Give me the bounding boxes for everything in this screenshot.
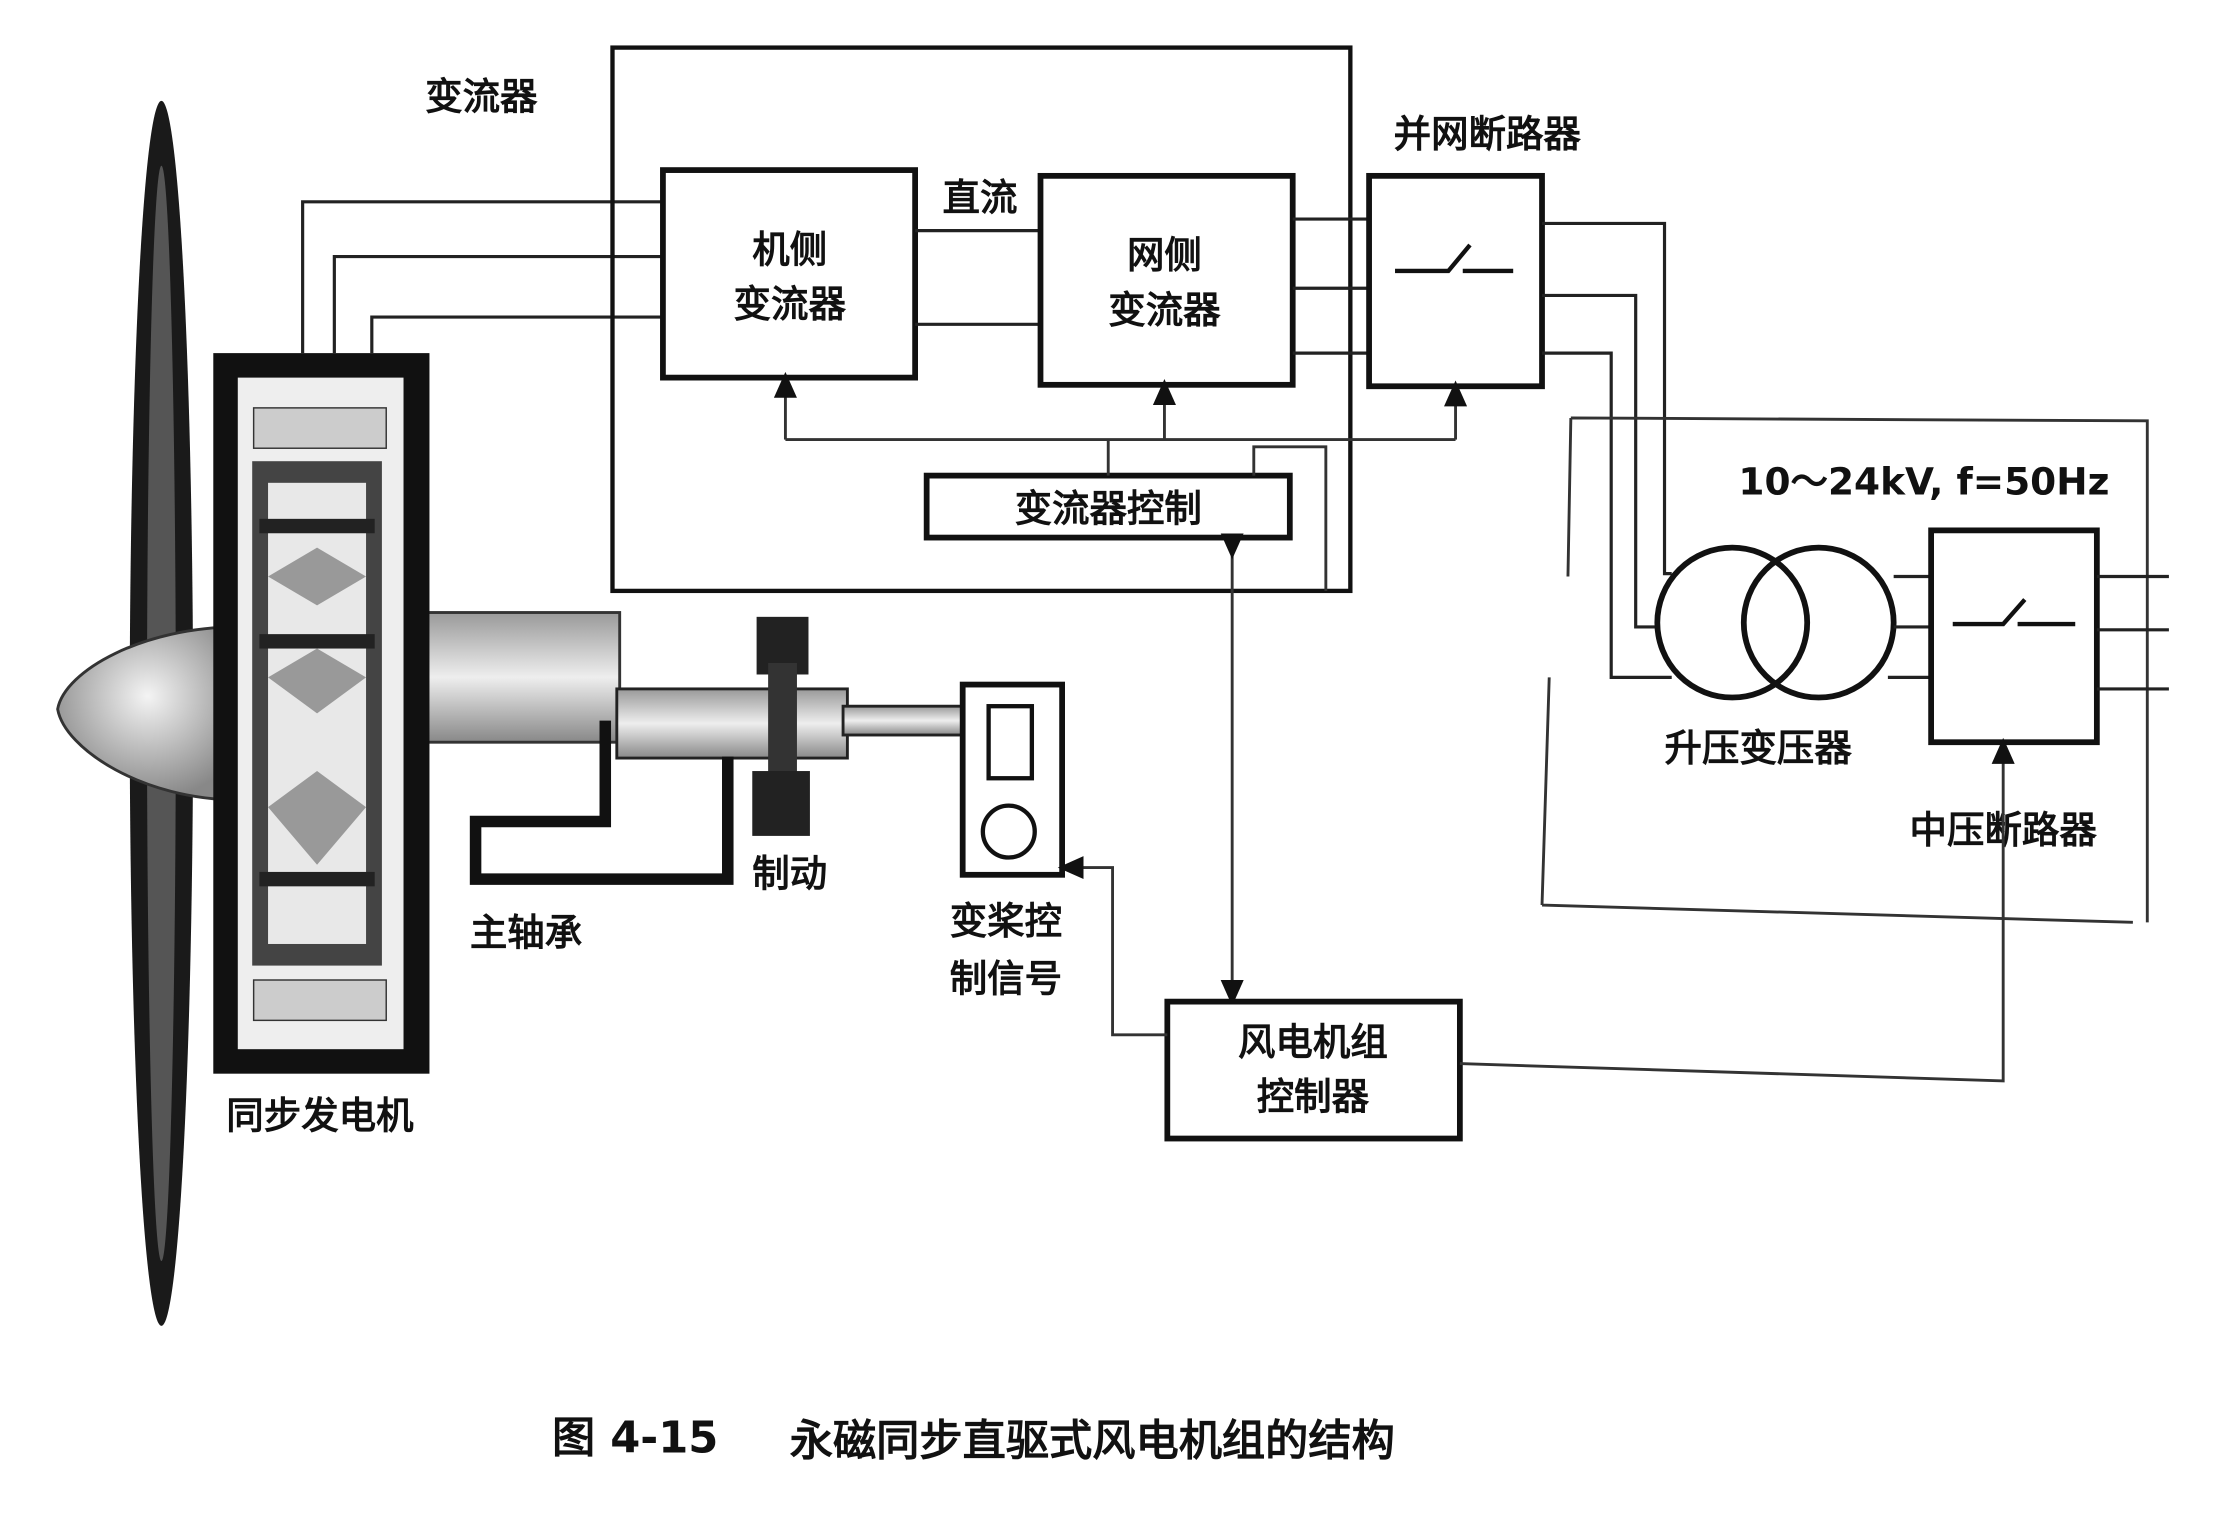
mv-breaker <box>1928 527 2100 746</box>
controller-label: 风电机组 <box>1238 1020 1388 1064</box>
converter-control-label: 变流器控制 <box>1015 487 1202 531</box>
turbine-controller <box>1164 998 1463 1142</box>
controller-label-2: 控制器 <box>1257 1075 1370 1119</box>
main-bearing-label: 主轴承 <box>470 910 583 954</box>
pitch-actuator <box>959 681 1066 878</box>
machine-side-label-2: 变流器 <box>734 282 847 326</box>
dc-label: 直流 <box>943 175 1018 219</box>
machine-side-label: 机侧 <box>752 227 827 271</box>
hub-nose <box>56 625 240 802</box>
grid-side-label: 网侧 <box>1127 233 1202 277</box>
grid-breaker <box>1366 172 1545 390</box>
grid-side-converter <box>1037 172 1296 388</box>
voltage-label: 10～24kV, f=50Hz <box>1738 459 2109 503</box>
converter-enclosure <box>610 45 1353 594</box>
grid-breaker-label: 并网断路器 <box>1394 112 1582 156</box>
brake-label: 制动 <box>752 851 827 895</box>
generator-label: 同步发电机 <box>226 1093 414 1137</box>
figure-caption: 永磁同步直驱式风电机组的结构 <box>790 1417 1395 1467</box>
machine-side-converter <box>660 167 919 381</box>
converter-control <box>923 472 1293 541</box>
pitch-signal-label-2: 制信号 <box>950 957 1062 1001</box>
grid-side-label-2: 变流器 <box>1108 288 1221 332</box>
step-up-transformer <box>1654 544 1897 701</box>
converter-label: 变流器 <box>425 75 538 119</box>
transformer-label: 升压变压器 <box>1665 726 1853 770</box>
generator <box>213 353 430 1074</box>
figure-number: 图 4-15 <box>552 1414 718 1464</box>
pitch-signal-label: 变桨控 <box>950 899 1062 943</box>
main-bearing <box>469 720 734 885</box>
